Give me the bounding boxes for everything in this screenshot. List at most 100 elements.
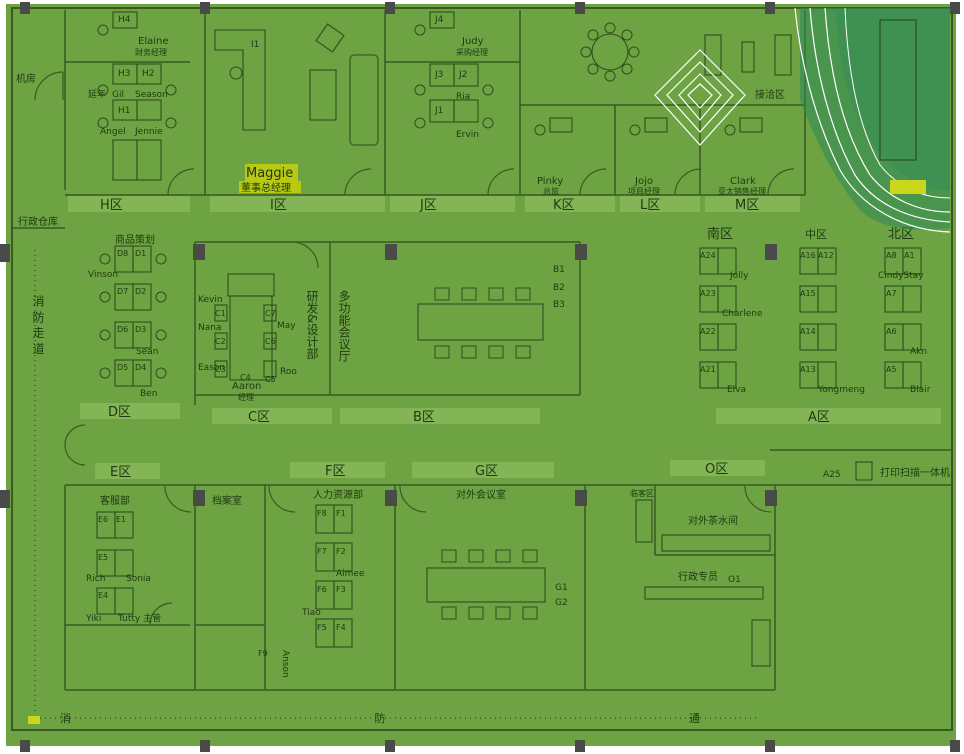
person-aaron-role: 经理 [238, 392, 254, 402]
person-jolly: Jolly [729, 271, 749, 281]
person-clark-role: 亚太销售经理 [718, 186, 766, 196]
desk-code-f2: F2 [336, 547, 346, 556]
room-reception: 接洽区 [755, 88, 785, 101]
desk-code-f4: F4 [336, 623, 346, 632]
executive-office [214, 23, 379, 146]
desk-code-d8: D8 [117, 249, 128, 258]
desk-code-c3: C3 [215, 365, 226, 374]
desk-code-a6: A6 [886, 327, 897, 336]
o-area-furniture [635, 499, 771, 667]
desk-code-d6: D6 [117, 325, 128, 334]
person-gil: Gil [112, 90, 124, 100]
person-sonia: Sonia [126, 574, 151, 584]
person-tutty: Tutty 主管 [117, 612, 161, 624]
person-akn: Akn [910, 347, 927, 357]
desk-code-c7: C7 [265, 309, 276, 318]
person-yiki: Yiki [85, 614, 101, 624]
zone-label-k: K区 [553, 198, 575, 213]
desk-code-h4: H4 [118, 15, 131, 25]
desk-cluster-d [99, 245, 167, 387]
desk-code-a16: A16 [800, 251, 816, 260]
fire-aisle-marker [28, 716, 40, 724]
zone-label-g: G区 [475, 464, 498, 479]
zone-label-a: A区 [808, 410, 830, 425]
zone-label-b: B区 [413, 410, 435, 425]
zone-label-j: J区 [419, 198, 437, 213]
desk-code-j2: J2 [458, 70, 467, 80]
desk-code-f6: F6 [317, 585, 327, 594]
room-admin-store: 行政仓库 [18, 215, 58, 228]
desk-code-c6: C6 [265, 337, 276, 346]
person-clark: Clark [730, 176, 756, 187]
person-jennie: Jennie [134, 127, 163, 137]
zone-label-c: C区 [248, 410, 270, 425]
desk-code-d5: D5 [117, 363, 128, 372]
person-aimee: Aimee [336, 569, 365, 579]
floor-overlay [6, 4, 956, 746]
rnd-table [214, 273, 277, 381]
zone-label-south: 南区 [707, 226, 733, 242]
room-external-meeting: 对外会议室 [456, 488, 506, 501]
person-nana: Nana [198, 323, 221, 333]
middle-walls [64, 241, 952, 691]
maggie-role-bg [239, 181, 301, 193]
code-o1: O1 [728, 575, 741, 585]
desk-code-h1: H1 [118, 106, 131, 116]
desk-code-a24: A24 [700, 251, 716, 260]
person-pinky: Pinky [537, 176, 563, 187]
external-meeting-table [426, 549, 546, 620]
person-judy-role: 采购经理 [456, 47, 488, 57]
person-elaine-role: 财务经理 [135, 47, 167, 57]
desk-code-a22: A22 [700, 327, 716, 336]
room-customer-service: 客服部 [100, 494, 130, 507]
code-a25: A25 [823, 470, 841, 480]
outer-wall [11, 7, 953, 731]
desk-code-j3: J3 [434, 70, 443, 80]
person-ben: Ben [140, 389, 157, 399]
person-cindy: CindyStay [878, 271, 924, 281]
zone-label-north: 北区 [888, 227, 914, 242]
doors [34, 71, 795, 626]
desk-code-a13: A13 [800, 365, 816, 374]
desk-code-d4: D4 [135, 363, 146, 372]
zone-label-l: L区 [640, 198, 660, 213]
code-g1: G1 [555, 583, 568, 593]
desk-cluster-f [315, 504, 353, 648]
room-rnd: 研发&设计部 [305, 290, 319, 359]
desk-code-h3: H3 [118, 69, 131, 79]
desk-code-a12: A12 [818, 251, 834, 260]
person-pinky-role: 总监 [543, 186, 559, 196]
fire-aisle-vertical: 消 防 走 道 [31, 295, 45, 355]
person-seasun: Season [135, 90, 168, 100]
room-product-plan: 商品策划 [115, 233, 155, 246]
desk-code-d3: D3 [135, 325, 146, 334]
desk-cluster-e [96, 511, 134, 615]
person-maggie-role: 董事总经理 [241, 181, 291, 194]
zone-label-o: O区 [705, 462, 728, 477]
desk-code-a15: A15 [800, 289, 816, 298]
room-machine: 机房 [16, 72, 36, 85]
room-temp: 临客区 [630, 488, 654, 498]
desk-code-f3: F3 [336, 585, 346, 594]
person-jackie: Tiao [301, 608, 321, 618]
code-b1: B1 [553, 265, 565, 275]
desk-code-f8: F8 [317, 509, 327, 518]
heatmap-overlay [654, 7, 951, 233]
zone-label-m: M区 [735, 198, 759, 213]
desk-code-c1: C1 [215, 309, 226, 318]
person-jojo-role: 项目经理 [628, 186, 660, 196]
person-kevin: Kevin [198, 295, 223, 305]
desk-code-h2: H2 [142, 69, 155, 79]
multi-meeting-table [417, 287, 544, 359]
person-aaron: Aaron [232, 381, 261, 392]
person-maggie: Maggie [246, 166, 293, 181]
zone-label-h: H区 [100, 198, 123, 213]
desk-code-d7: D7 [117, 287, 128, 296]
desk-code-j1: J1 [434, 106, 443, 116]
code-b3: B3 [553, 300, 565, 310]
fire-aisle-horizontal: 消 防 通 道 [60, 711, 964, 725]
person-anson: Anson [280, 650, 290, 678]
desk-code-a21: A21 [700, 365, 716, 374]
person-yongmeng: Yongmeng [817, 385, 865, 395]
